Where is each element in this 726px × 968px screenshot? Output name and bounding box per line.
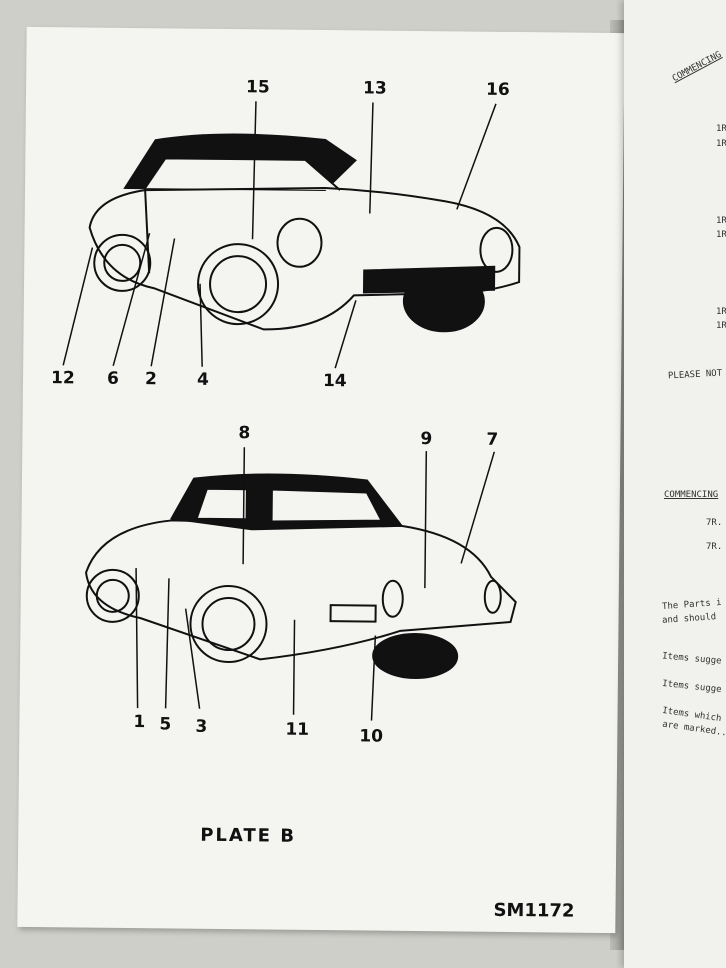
bottom-callout-lines [135, 447, 496, 721]
right-page: COMMENCING 1R 1R 1R 1R 1R 1R PLEASE NOT … [624, 0, 726, 968]
right-text-line: 1R [716, 307, 726, 317]
callout-7: 7 [486, 429, 499, 450]
right-text-line: 7R. [706, 518, 723, 528]
car-illustrations [62, 101, 521, 721]
callout-13: 13 [362, 78, 387, 99]
plate-title: PLATE B [200, 824, 297, 847]
callout-16: 16 [485, 79, 510, 100]
callout-15: 15 [246, 77, 270, 98]
callout-14: 14 [322, 371, 347, 392]
right-text-line: Items sugge [661, 651, 722, 667]
callout-4: 4 [196, 369, 209, 390]
right-text-line: 1R [716, 216, 726, 226]
right-text-line: 7R. [706, 542, 723, 552]
right-text-line: The Parts i [661, 597, 722, 613]
callout-2: 2 [144, 369, 157, 390]
callout-9: 9 [420, 429, 433, 450]
top-callout-lines [62, 101, 497, 369]
callout-12: 12 [50, 368, 75, 389]
left-page: 15 13 16 12 6 2 4 14 8 9 7 1 5 3 11 10 P… [17, 26, 625, 934]
callout-3: 3 [195, 716, 208, 737]
right-text-line: 1R [716, 124, 726, 134]
right-text-line: Items sugge [661, 678, 722, 696]
right-text-line: 1R [716, 139, 726, 149]
callout-10: 10 [359, 726, 384, 747]
right-text-line: and should [661, 612, 717, 626]
callout-11: 11 [285, 719, 310, 740]
right-text-line: PLEASE NOT [667, 368, 723, 382]
callout-1: 1 [133, 712, 146, 733]
callout-8: 8 [238, 423, 251, 444]
right-text-line: COMMENCING [664, 490, 719, 500]
callout-6: 6 [106, 368, 119, 389]
right-text-line: 1R [716, 321, 726, 331]
right-text-line: 1R [716, 230, 726, 240]
right-text-line: COMMENCING [670, 49, 724, 85]
callout-5: 5 [159, 714, 172, 735]
page-code: SM1172 [493, 899, 575, 922]
top-car-drawing [88, 133, 521, 333]
bottom-car-drawing [84, 473, 517, 679]
